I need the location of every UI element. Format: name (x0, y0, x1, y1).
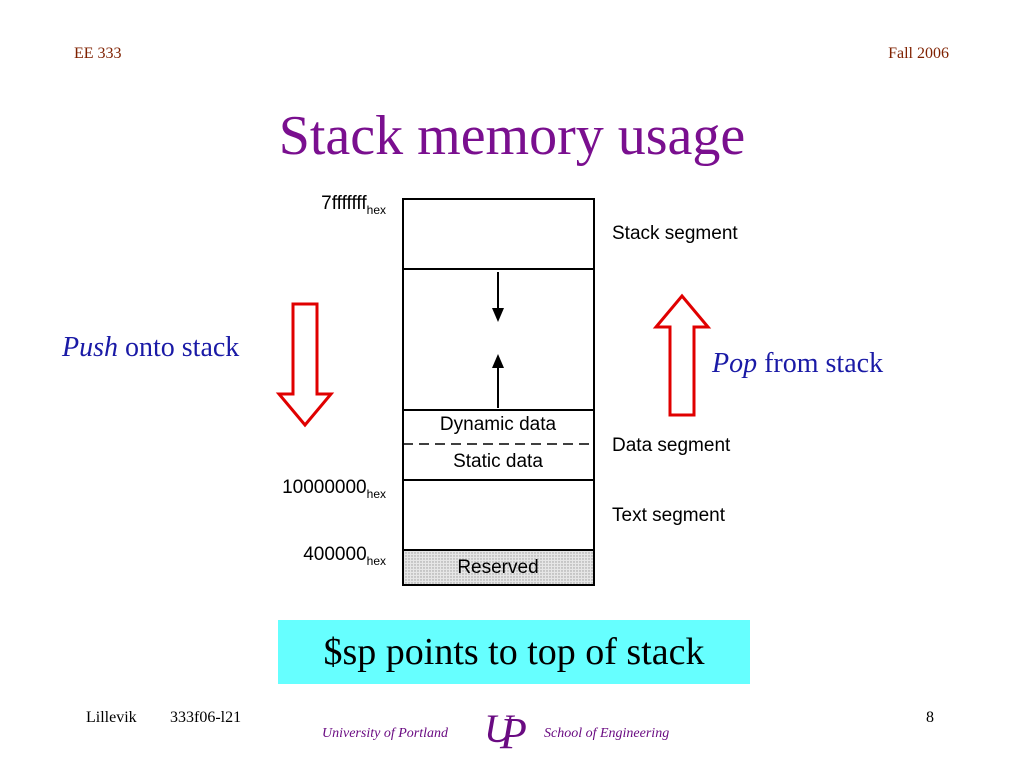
university-logo-icon: U P (484, 706, 527, 758)
term-label: Fall 2006 (888, 45, 949, 62)
stack-grow-down-arrow (492, 272, 504, 322)
static-data-label: Static data (453, 451, 543, 472)
pop-arrow-icon (652, 293, 712, 417)
course-label: EE 333 (74, 45, 122, 62)
slide-title: Stack memory usage (278, 105, 746, 167)
address-mid: 10000000hex (282, 477, 386, 501)
reserved-fill (404, 551, 593, 584)
push-arrow-icon (275, 302, 335, 428)
pop-caption: Pop from stack (712, 348, 884, 379)
text-segment-label: Text segment (612, 505, 725, 526)
dynamic-data-label: Dynamic data (439, 414, 557, 435)
footer-lecture-id: 333f06-l21 (170, 709, 242, 726)
memory-column (402, 198, 595, 586)
svg-text:U: U (484, 706, 516, 751)
footer-school-name: School of Engineering (544, 726, 670, 741)
sp-note-callout: $sp points to top of stack (278, 620, 750, 684)
reserved-label: Reserved (457, 557, 539, 578)
address-low: 400000hex (303, 544, 386, 568)
data-segment-label: Data segment (612, 435, 731, 456)
page-number: 8 (926, 709, 934, 726)
stack-segment-label: Stack segment (612, 223, 738, 244)
svg-text:P: P (499, 709, 527, 758)
footer-university-name: University of Portland (322, 726, 448, 741)
push-caption: Push onto stack (62, 332, 240, 363)
address-top: 7fffffffhex (321, 193, 386, 217)
heap-grow-up-arrow (492, 354, 504, 408)
footer-author: Lillevik (86, 709, 137, 726)
